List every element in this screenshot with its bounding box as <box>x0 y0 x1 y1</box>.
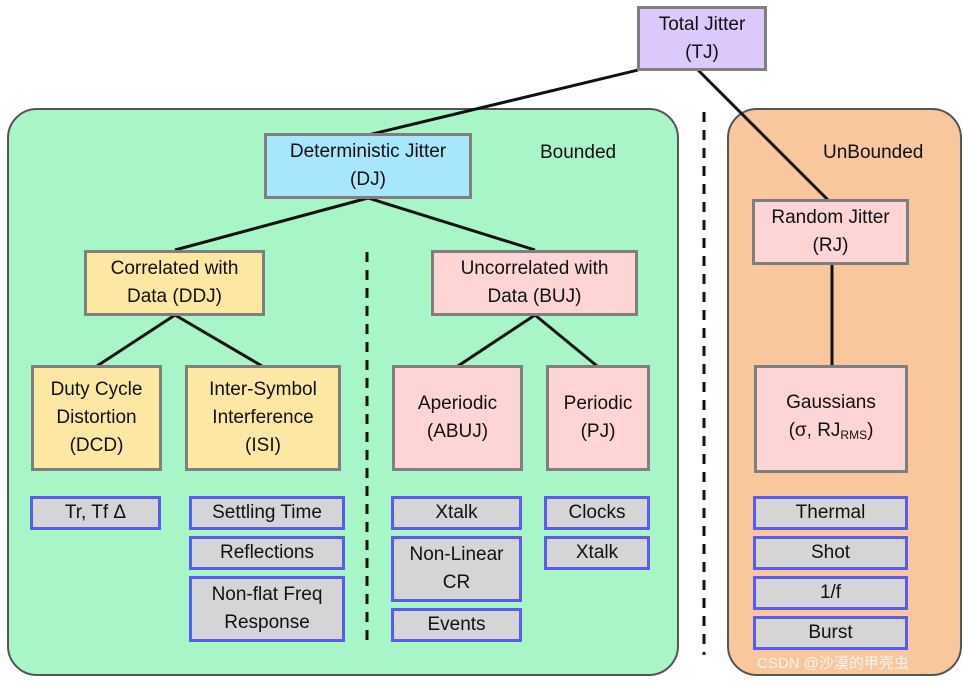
cause-1-over-f: 1/f <box>753 576 908 610</box>
pj-node: Periodic (PJ) <box>546 365 650 471</box>
isi-line2: Interference <box>212 407 314 428</box>
ddj-line2: Data (DDJ) <box>126 286 222 307</box>
total-jitter-line2: (TJ) <box>685 41 719 63</box>
edge-tj-rj <box>696 68 830 202</box>
gaussians-line1: Gaussians <box>786 392 876 413</box>
edge-ddj-isi <box>174 313 263 368</box>
buj-line1: Uncorrelated with <box>460 258 609 279</box>
rj-line1: Random Jitter <box>771 207 890 228</box>
abuj-line1: Aperiodic <box>417 393 498 414</box>
pj-line1: Periodic <box>563 393 633 414</box>
isi-node: Inter-Symbol Interference (ISI) <box>185 365 341 471</box>
cause-xtalk-periodic: Xtalk <box>544 536 650 570</box>
bounded-label: Bounded <box>540 142 617 163</box>
random-jitter-node: Random Jitter (RJ) <box>752 199 909 265</box>
abuj-line2: (ABUJ) <box>426 421 489 442</box>
edge-dj-ddj <box>174 196 369 252</box>
edge-ddj-dcd <box>96 313 176 368</box>
unbounded-label: UnBounded <box>823 142 924 163</box>
rms-subscript: RMS <box>840 428 868 442</box>
gaussians-node: Gaussians (σ, RJRMS) <box>754 365 908 473</box>
dcd-line1: Duty Cycle <box>50 379 143 400</box>
dj-line1: Deterministic Jitter <box>289 141 447 162</box>
isi-line1: Inter-Symbol <box>209 379 317 400</box>
edge-dj-buj <box>367 196 536 252</box>
cause-settling-time: Settling Time <box>189 496 345 530</box>
dcd-node: Duty Cycle Distortion (DCD) <box>31 365 162 471</box>
total-jitter-node: Total Jitter (TJ) <box>637 6 767 71</box>
cause-xtalk-aperiodic: Xtalk <box>391 496 522 530</box>
isi-line3: (ISI) <box>245 435 281 456</box>
buj-line2: Data (BUJ) <box>487 286 582 307</box>
cause-clocks: Clocks <box>544 496 650 530</box>
cause-reflections: Reflections <box>189 536 345 570</box>
ddj-node: Correlated with Data (DDJ) <box>84 250 265 316</box>
dcd-line2: Distortion <box>56 407 137 428</box>
cause-events: Events <box>391 608 522 642</box>
cause-tr-tf: Tr, Tf Δ <box>30 496 161 530</box>
abuj-node: Aperiodic (ABUJ) <box>392 365 523 471</box>
gaussians-line2: (σ, RJRMS) <box>789 417 874 449</box>
cause-non-linear-cr: Non-Linear CR <box>391 536 522 602</box>
pj-line2: (PJ) <box>580 421 616 442</box>
deterministic-jitter-node: Deterministic Jitter (DJ) <box>264 133 472 199</box>
buj-node: Uncorrelated with Data (BUJ) <box>431 250 638 316</box>
cause-non-flat-freq-response: Non-flat Freq Response <box>189 576 345 642</box>
cause-burst: Burst <box>753 616 908 650</box>
cause-thermal: Thermal <box>753 496 908 530</box>
edge-tj-dj <box>367 68 639 137</box>
dcd-line3: (DCD) <box>69 435 124 456</box>
watermark: CSDN @沙漠的甲壳虫 <box>757 655 909 672</box>
ddj-line1: Correlated with <box>110 258 239 279</box>
total-jitter-line1: Total Jitter <box>658 13 746 35</box>
edge-buj-pj <box>534 313 598 368</box>
rj-line2: (RJ) <box>812 235 849 256</box>
gaussians-line2-prefix: (σ, RJ <box>788 420 841 441</box>
gaussians-line2-suffix: ) <box>867 420 874 441</box>
dj-line2: (DJ) <box>350 169 386 190</box>
cause-shot: Shot <box>753 536 908 570</box>
edge-buj-abuj <box>457 313 536 368</box>
